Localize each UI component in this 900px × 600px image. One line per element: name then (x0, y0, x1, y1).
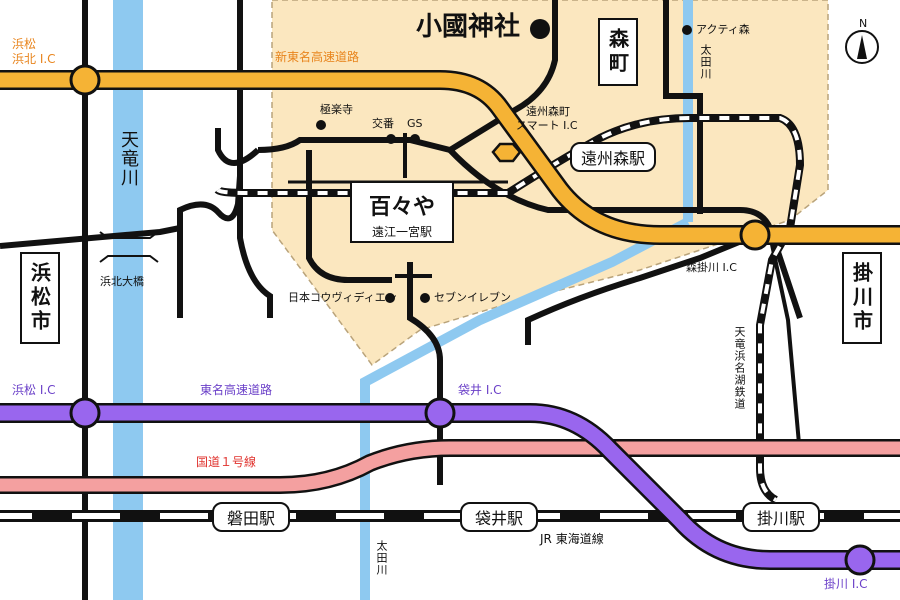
road-north-station (257, 137, 451, 153)
shin-tomei-label: 新東名高速道路 (275, 50, 360, 64)
ic-hamamatsu-label: 浜松 I.C (12, 383, 56, 397)
tenryu-river (113, 0, 143, 600)
road-shrine-north (448, 0, 558, 153)
ic-kakegawa-label: 掛川 I.C (824, 577, 868, 591)
road-west-long (237, 0, 273, 318)
ic-hamamatsu-hamakita-label-line1: 浜松 (12, 37, 37, 51)
ic-hamamatsu-hamakita-marker (69, 64, 101, 96)
seven-eleven-dot-icon (420, 293, 430, 303)
hamakita-bridge-label: 浜北大橋 (100, 275, 144, 288)
tomei-label: 東名高速道路 (200, 383, 273, 397)
koban-dot-icon (386, 134, 396, 144)
road-morimachi-east (663, 0, 703, 214)
nihon-convenience-dot-icon (385, 293, 395, 303)
road-main-east (447, 147, 803, 319)
shrine-label: 小國神社 (416, 12, 521, 42)
kakegawa-city-label: 掛川市 (842, 252, 882, 344)
activ-mori-label: アクティ森 (696, 23, 750, 36)
gokurakuji-label: 極楽寺 (320, 103, 353, 116)
jr-line-label: JR 東海道線 (540, 532, 604, 546)
ic-enshu-morimachi-label-line1: 遠州森町 (526, 105, 570, 118)
morimachi-label: 森町 (598, 18, 638, 86)
activ-mori-dot-icon (682, 25, 692, 35)
station-fukuroi: 袋井駅 (460, 502, 538, 532)
road-west-loop (215, 128, 261, 166)
koban-label: 交番 (372, 117, 394, 130)
ic-hamamatsu-marker (69, 397, 101, 429)
route1-label: 国道１号線 (196, 455, 257, 469)
gs-dot-icon (410, 134, 420, 144)
compass-label: N (859, 17, 868, 30)
tenryu-river-label: 天竜川 (118, 130, 139, 187)
tenhama-line-label: 天竜浜名湖鉄道 (733, 326, 746, 410)
station-iwata: 磐田駅 (212, 502, 290, 532)
route1-line (0, 441, 900, 492)
gs-label: GS (407, 117, 423, 130)
seven-eleven-label: セブンイレブン (434, 291, 511, 304)
ota-river-upper-label: 太田川 (699, 44, 712, 80)
ota-river-lower-label: 太田川 (375, 540, 388, 576)
road-central-loop (306, 150, 392, 283)
shin-tomei-line (0, 72, 900, 243)
gokurakuji-dot-icon (316, 120, 326, 130)
road-kakegawa-city (768, 234, 802, 456)
ic-mori-kakegawa-label: 森掛川 I.C (686, 261, 737, 274)
hamakita-bridge-mark (99, 231, 159, 263)
station-enshu-mori: 遠州森駅 (570, 142, 656, 172)
road-through-fukuroi (407, 262, 443, 485)
ic-enshu-morimachi-marker (491, 142, 522, 163)
road-southeast (525, 237, 746, 345)
nihon-convenience-label: 日本コウヴィディエン (288, 291, 397, 304)
ota-river-lower (360, 217, 691, 600)
ic-kakegawa-marker (844, 544, 876, 576)
ic-mori-kakegawa-marker (739, 219, 771, 251)
ic-fukuroi-label: 袋井 I.C (458, 383, 502, 397)
road-hamamatsu-west (0, 225, 181, 249)
road-west-curve (177, 175, 243, 318)
station-kakegawa: 掛川駅 (742, 502, 820, 532)
tomei-line (0, 405, 900, 568)
ic-enshu-morimachi-label-line2: スマート I.C (516, 119, 578, 132)
ic-hamamatsu-hamakita-label-line2: 浜北 I.C (12, 52, 56, 66)
shrine-dot-icon (530, 19, 550, 39)
shop-name: 百々や (368, 195, 435, 220)
ic-fukuroi-marker (424, 397, 456, 429)
shop-station-label: 遠江一宮駅 (371, 225, 432, 239)
compass-arrow-icon (845, 30, 879, 64)
shop-box: 百々や 遠江一宮駅 (350, 181, 454, 243)
hamamatsu-city-label: 浜松市 (20, 252, 60, 344)
